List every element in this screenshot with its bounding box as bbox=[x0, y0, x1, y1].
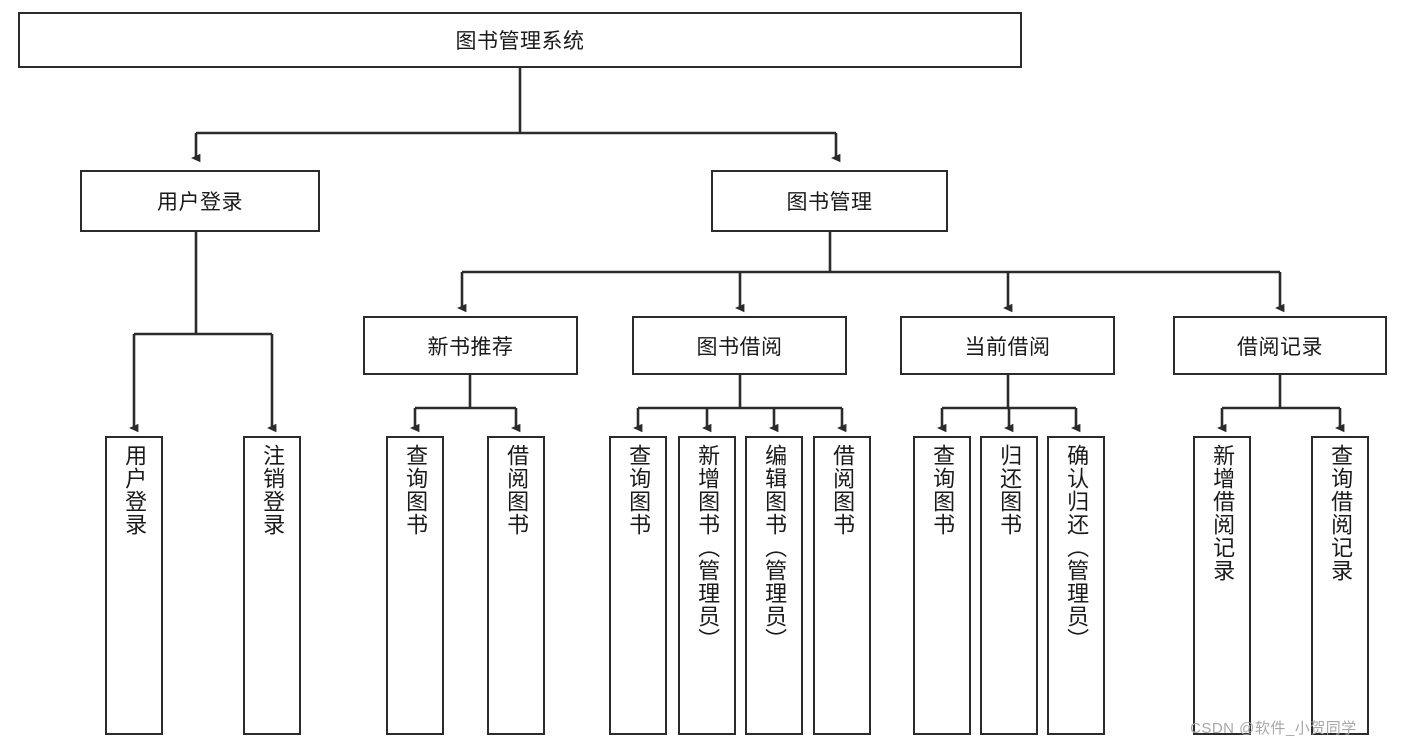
leaf-book-borrow-edit[interactable]: 编辑图书（管理员） bbox=[745, 436, 803, 735]
node-borrow-record[interactable]: 借阅记录 bbox=[1173, 316, 1387, 375]
node-label: 图书管理系统 bbox=[455, 30, 585, 53]
node-book-borrow[interactable]: 图书借阅 bbox=[632, 316, 847, 375]
node-label: 借阅图书 bbox=[504, 444, 530, 536]
leaf-current-borrow-query[interactable]: 查询图书 bbox=[913, 436, 971, 735]
leaf-book-borrow-query[interactable]: 查询图书 bbox=[609, 436, 667, 735]
node-label: 借阅图书 bbox=[830, 444, 856, 536]
leaf-book-borrow-add[interactable]: 新增图书（管理员） bbox=[678, 436, 736, 735]
csdn-watermark: CSDN @软件_小贺同学 bbox=[1190, 720, 1357, 737]
node-label: 查询图书 bbox=[626, 444, 652, 536]
leaf-user-login-login[interactable]: 用户登录 bbox=[105, 436, 163, 735]
node-label: 图书管理 bbox=[786, 191, 873, 214]
node-label: 新增图书（管理员） bbox=[695, 444, 721, 651]
node-current-borrow[interactable]: 当前借阅 bbox=[900, 316, 1115, 375]
leaf-new-book-query[interactable]: 查询图书 bbox=[386, 436, 444, 735]
node-label: 用户登录 bbox=[122, 444, 148, 536]
node-label: 编辑图书（管理员） bbox=[762, 444, 788, 651]
node-book-management[interactable]: 图书管理 bbox=[711, 170, 948, 232]
node-new-book-recommend[interactable]: 新书推荐 bbox=[363, 316, 578, 375]
node-label: 图书借阅 bbox=[696, 335, 783, 359]
node-label: 新增借阅记录 bbox=[1210, 444, 1236, 582]
node-label: 查询图书 bbox=[930, 444, 956, 536]
leaf-book-borrow-borrow[interactable]: 借阅图书 bbox=[813, 436, 871, 735]
node-label: 注销登录 bbox=[260, 444, 286, 536]
node-label: 当前借阅 bbox=[964, 335, 1051, 359]
node-label: 查询图书 bbox=[403, 444, 429, 536]
leaf-current-borrow-confirm-return[interactable]: 确认归还（管理员） bbox=[1047, 436, 1105, 735]
node-label: 新书推荐 bbox=[427, 335, 514, 359]
node-label: 查询借阅记录 bbox=[1328, 444, 1354, 582]
leaf-new-book-borrow[interactable]: 借阅图书 bbox=[487, 436, 545, 735]
leaf-borrow-record-add[interactable]: 新增借阅记录 bbox=[1193, 436, 1251, 735]
node-user-login[interactable]: 用户登录 bbox=[80, 170, 320, 232]
leaf-borrow-record-query[interactable]: 查询借阅记录 bbox=[1311, 436, 1369, 735]
node-root-book-management-system[interactable]: 图书管理系统 bbox=[18, 12, 1022, 68]
leaf-user-login-logout[interactable]: 注销登录 bbox=[243, 436, 301, 735]
leaf-current-borrow-return[interactable]: 归还图书 bbox=[980, 436, 1038, 735]
node-label: 归还图书 bbox=[997, 444, 1023, 536]
node-label: 借阅记录 bbox=[1237, 335, 1323, 359]
node-label: 用户登录 bbox=[157, 191, 243, 214]
node-label: 确认归还（管理员） bbox=[1064, 444, 1090, 651]
